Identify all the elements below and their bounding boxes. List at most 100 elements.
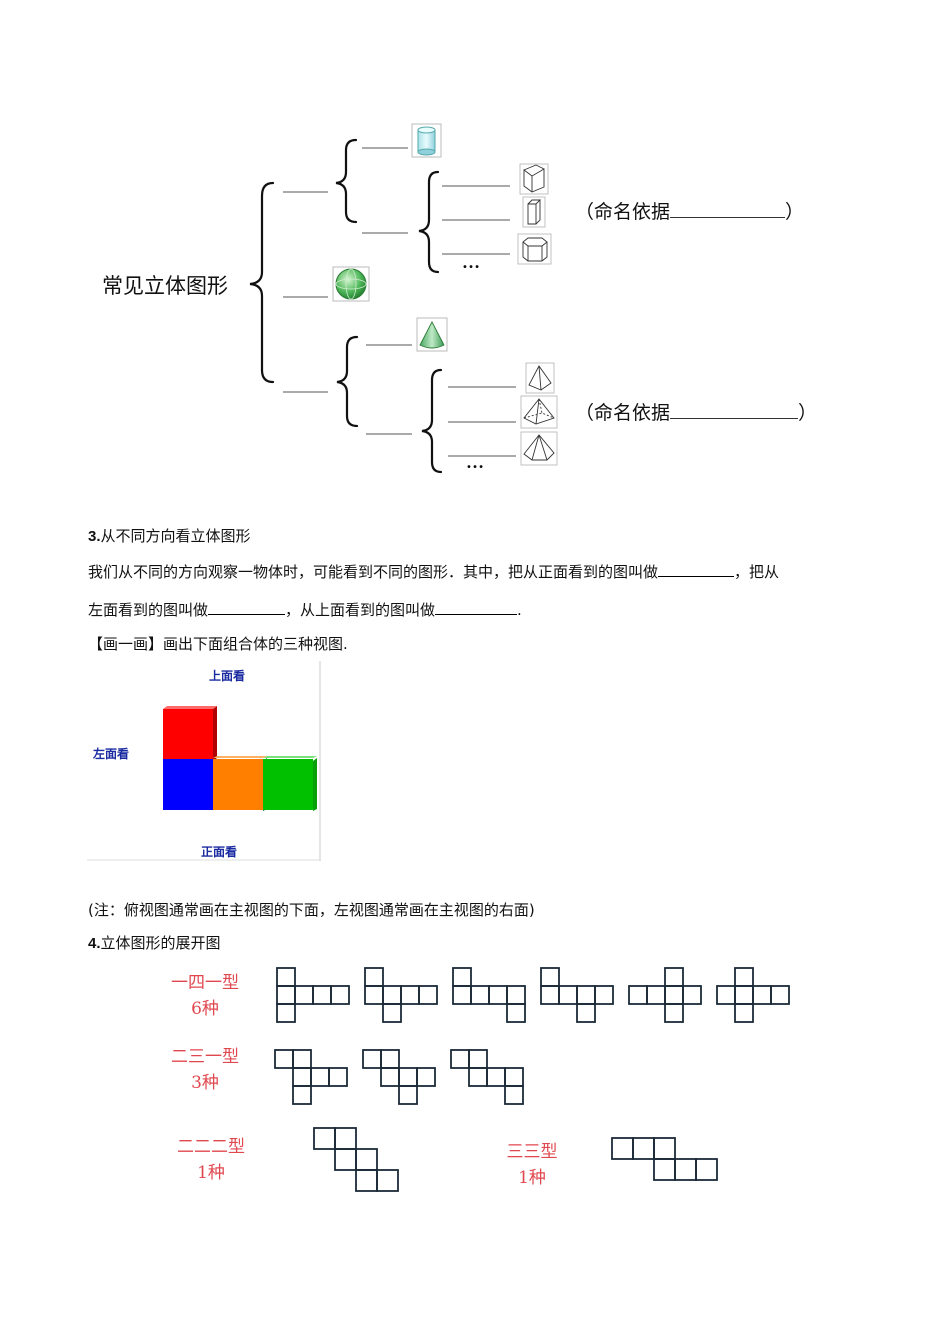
net-square — [468, 1049, 488, 1069]
net-square — [506, 1003, 526, 1023]
net-square — [382, 1003, 402, 1023]
net-square — [452, 967, 472, 987]
net-square — [330, 985, 350, 1005]
cube-net-1 — [276, 967, 350, 1023]
pyramid-ellipsis: … — [466, 452, 485, 472]
net-square — [334, 1127, 357, 1150]
net-square — [646, 985, 666, 1005]
type-count: 1种 — [197, 1163, 225, 1183]
type-name: 二二二型 — [177, 1137, 245, 1157]
net-square — [653, 1137, 676, 1160]
net-square — [310, 1067, 330, 1087]
prism-brace — [418, 170, 440, 274]
basis-blank — [670, 400, 799, 419]
net-square — [632, 1137, 655, 1160]
net-square — [400, 985, 420, 1005]
cube-net-10 — [313, 1127, 399, 1192]
type-name: 二三一型 — [171, 1047, 239, 1067]
left-view-label: 左面看 — [93, 747, 130, 761]
net-square — [752, 985, 772, 1005]
para-text: ，从上面看到的图叫做 — [285, 601, 436, 619]
blue-cube — [163, 759, 213, 810]
type-label-231: 二三一型 3种 — [160, 1044, 250, 1096]
net-square — [611, 1137, 634, 1160]
net-square — [452, 985, 472, 1005]
net-square — [486, 1067, 506, 1087]
orange-cube — [213, 759, 263, 810]
basis-suffix: ） — [798, 402, 818, 424]
lower-brace — [336, 335, 359, 428]
net-square — [382, 985, 402, 1005]
net-square — [292, 1067, 312, 1087]
net-square — [734, 985, 754, 1005]
cube-composite-figure: 上面看 左面看 正面看 — [87, 661, 321, 861]
net-square — [292, 1049, 312, 1069]
net-square — [276, 1003, 296, 1023]
net-square — [488, 985, 508, 1005]
solid-figure-classification-tree: 常见立体图形 （命名依据 ） （命名依据 ） … … — [0, 0, 950, 500]
net-square — [674, 1158, 697, 1181]
net-square — [312, 985, 332, 1005]
net-square — [470, 985, 490, 1005]
square-pyramid-icon — [520, 395, 558, 429]
section3-heading: 3.从不同方向看立体图形 — [88, 525, 251, 546]
cube-net-4 — [540, 967, 614, 1023]
net-square — [380, 1049, 400, 1069]
triangular-pyramid-icon — [525, 362, 555, 394]
net-square — [540, 985, 560, 1005]
net-square — [398, 1085, 418, 1105]
cube-composite-svg — [87, 661, 321, 861]
top-view-label: 上面看 — [209, 669, 246, 683]
section4-heading: 4.立体图形的展开图 — [88, 932, 221, 953]
section3-number: 3. — [88, 528, 101, 545]
red-cube — [163, 709, 213, 759]
net-square — [418, 985, 438, 1005]
net-square — [540, 967, 560, 987]
triangular-prism-icon — [519, 163, 549, 195]
basis-prefix: （命名依据 — [575, 402, 671, 424]
net-square — [653, 1158, 676, 1181]
cube-net-5 — [628, 967, 702, 1023]
cube-net-3 — [452, 967, 526, 1023]
section4-number: 4. — [88, 935, 101, 952]
cube-net-8 — [362, 1049, 436, 1105]
basis-prefix: （命名依据 — [575, 201, 671, 223]
type-name: 一四一型 — [171, 973, 239, 993]
net-square — [506, 985, 526, 1005]
net-square — [504, 1067, 524, 1087]
net-square — [334, 1148, 357, 1171]
type-label-33: 三三型 1种 — [487, 1139, 577, 1191]
type-name: 三三型 — [506, 1142, 558, 1162]
net-square — [328, 1067, 348, 1087]
cube-net-7 — [274, 1049, 348, 1105]
cube-net-9 — [450, 1049, 524, 1105]
section3-paragraph-line1: 我们从不同的方向观察一物体时，可能看到不同的图形．其中，把从正面看到的图叫做 ，把… — [88, 561, 779, 582]
net-square — [450, 1049, 470, 1069]
pentagonal-pyramid-icon — [520, 431, 558, 466]
para-text: ，把从 — [734, 563, 780, 581]
front-view-blank — [658, 562, 735, 577]
para-text: 我们从不同的方向观察一物体时，可能看到不同的图形．其中，把从正面看到的图叫做 — [88, 563, 659, 581]
net-square — [276, 967, 296, 987]
draw-prompt: 【画一画】画出下面组合体的三种视图. — [88, 635, 348, 653]
net-square — [770, 985, 790, 1005]
net-square — [364, 967, 384, 987]
type-count: 1种 — [518, 1168, 546, 1188]
net-square — [682, 985, 702, 1005]
prism-ellipsis: … — [462, 252, 481, 272]
net-square — [380, 1067, 400, 1087]
prism-naming-basis: （命名依据 ） — [575, 197, 804, 224]
net-square — [376, 1169, 399, 1192]
basis-suffix: ） — [785, 201, 805, 223]
tree-root-label: 常见立体图形 — [102, 274, 228, 298]
net-square — [716, 985, 736, 1005]
type-label-222: 二二二型 1种 — [166, 1134, 256, 1186]
net-square — [576, 1003, 596, 1023]
net-square — [664, 985, 684, 1005]
hexagonal-prism-icon — [517, 233, 552, 265]
upper-brace — [335, 138, 358, 224]
net-square — [398, 1067, 418, 1087]
cube-net-6 — [716, 967, 790, 1023]
cone-icon — [416, 317, 448, 352]
cylinder-icon — [411, 123, 442, 158]
